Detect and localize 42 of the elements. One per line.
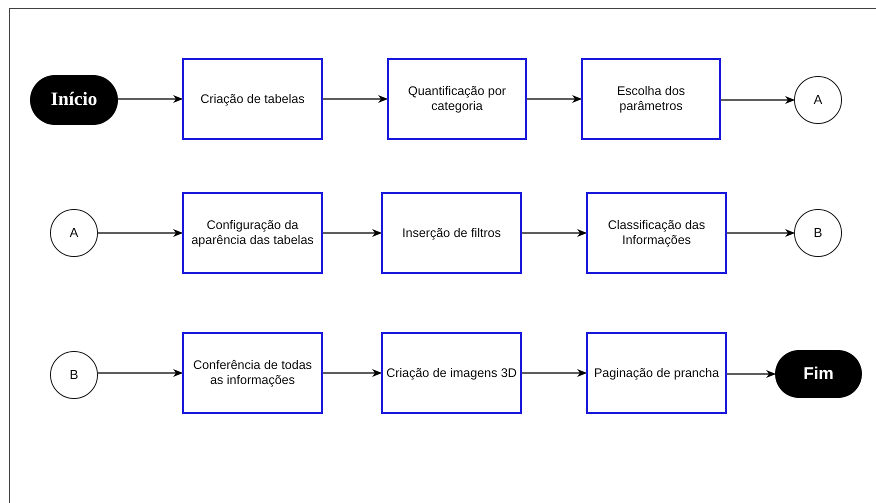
arrow [323, 95, 388, 103]
terminal-pill [775, 350, 862, 398]
arrow [522, 229, 587, 237]
arrow [98, 369, 183, 377]
node-label: B [814, 225, 822, 241]
arrow [727, 370, 776, 378]
node-label: A [70, 225, 78, 241]
terminal-pill [30, 75, 118, 125]
node-label: Quantificação por categoria [407, 84, 507, 114]
arrow [323, 369, 382, 377]
node-label: A [814, 92, 822, 108]
process-box [581, 58, 721, 140]
connector-circle [50, 209, 98, 257]
connector-circle [794, 76, 842, 124]
process-box [182, 58, 323, 140]
arrow [721, 96, 795, 104]
node-label: Inserção de filtros [402, 226, 501, 240]
process-box [381, 332, 522, 414]
connector-circle [50, 351, 98, 399]
process-box [586, 192, 727, 274]
node-label: Início [50, 88, 98, 112]
connector-circle [794, 209, 842, 257]
arrow [727, 229, 795, 237]
process-box [182, 192, 323, 274]
node-label: Paginação de prancha [594, 366, 720, 380]
arrow [118, 95, 183, 103]
arrow [323, 229, 382, 237]
arrow [527, 95, 582, 103]
node-label: Criação de imagens 3D [386, 366, 517, 380]
arrow [522, 369, 587, 377]
node-label: Configuração da aparência das tabelas [190, 218, 315, 248]
node-label: B [70, 367, 78, 383]
node-label: Escolha dos parâmetros [616, 84, 686, 114]
arrow [98, 229, 183, 237]
process-box [381, 192, 522, 274]
node-label: Conferência de todas as informações [192, 358, 313, 388]
process-box [387, 58, 527, 140]
process-box [182, 332, 323, 414]
node-label: Criação de tabelas [200, 92, 305, 106]
node-label: Fim [803, 364, 834, 384]
node-label: Classificação das Informações [606, 218, 706, 248]
process-box [586, 332, 727, 414]
